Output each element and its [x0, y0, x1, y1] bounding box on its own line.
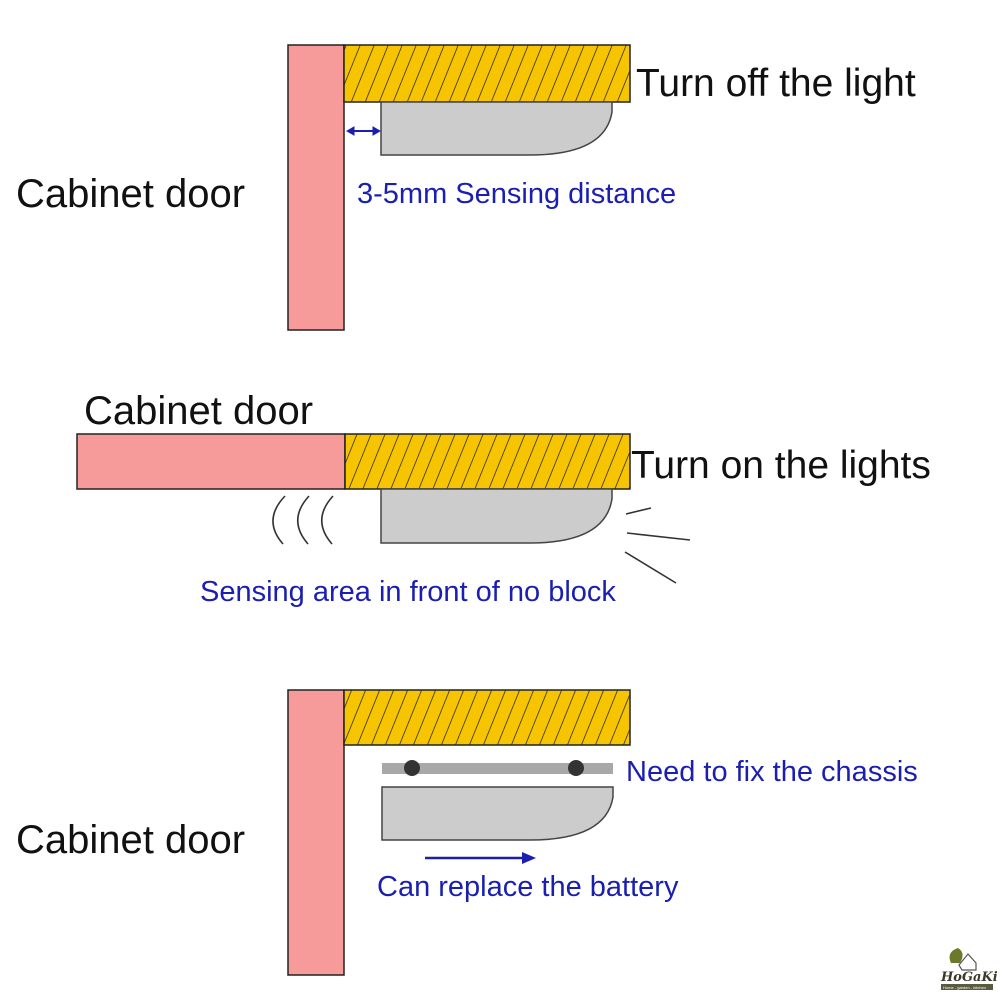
sensor-light-unit: [380, 488, 613, 544]
light-rays-icon: [624, 507, 691, 584]
state-label: Turn on the lights: [631, 444, 931, 487]
panel-door-closed: Cabinet door Turn off the light 3-5mm Se…: [16, 44, 916, 331]
logo-name: HoGaKi: [940, 970, 998, 985]
door-label: Cabinet door: [84, 389, 313, 433]
leaf-icon: [949, 948, 963, 963]
distance-label: 3-5mm Sensing distance: [357, 178, 676, 210]
sensor-light-unit: [380, 101, 613, 156]
cabinet-shelf-hatched: [343, 44, 631, 103]
battery-label: Can replace the battery: [377, 871, 679, 903]
sensing-area-label: Sensing area in front of no block: [200, 576, 616, 608]
slide-arrow-icon: [425, 852, 536, 864]
cabinet-door-vertical: [287, 44, 345, 331]
chassis-label: Need to fix the chassis: [626, 756, 918, 788]
distance-arrow-icon: [345, 126, 382, 136]
panel-door-open: Cabinet door Turn on the lights Sensing …: [76, 389, 931, 608]
state-label: Turn off the light: [636, 62, 916, 105]
cabinet-door-horizontal: [76, 433, 346, 490]
brand-logo: HoGaKi Home - garden - kitchen: [940, 948, 998, 990]
screw-icon: [404, 760, 420, 776]
panel-battery-replace: Cabinet door Need to fix the chassis Can…: [16, 689, 918, 976]
sensing-waves-icon: [272, 495, 334, 545]
cabinet-shelf-hatched: [344, 433, 631, 490]
mounting-chassis: [382, 763, 613, 774]
cabinet-door-vertical: [287, 689, 345, 976]
door-label: Cabinet door: [16, 818, 245, 862]
door-label: Cabinet door: [16, 172, 245, 216]
cabinet-shelf-hatched: [343, 689, 631, 746]
screw-icon: [568, 760, 584, 776]
house-icon: [958, 953, 977, 971]
logo-tagline: Home - garden - kitchen: [943, 985, 986, 990]
sensor-light-unit: [381, 786, 614, 841]
logo-tagline-bar: [941, 984, 993, 990]
